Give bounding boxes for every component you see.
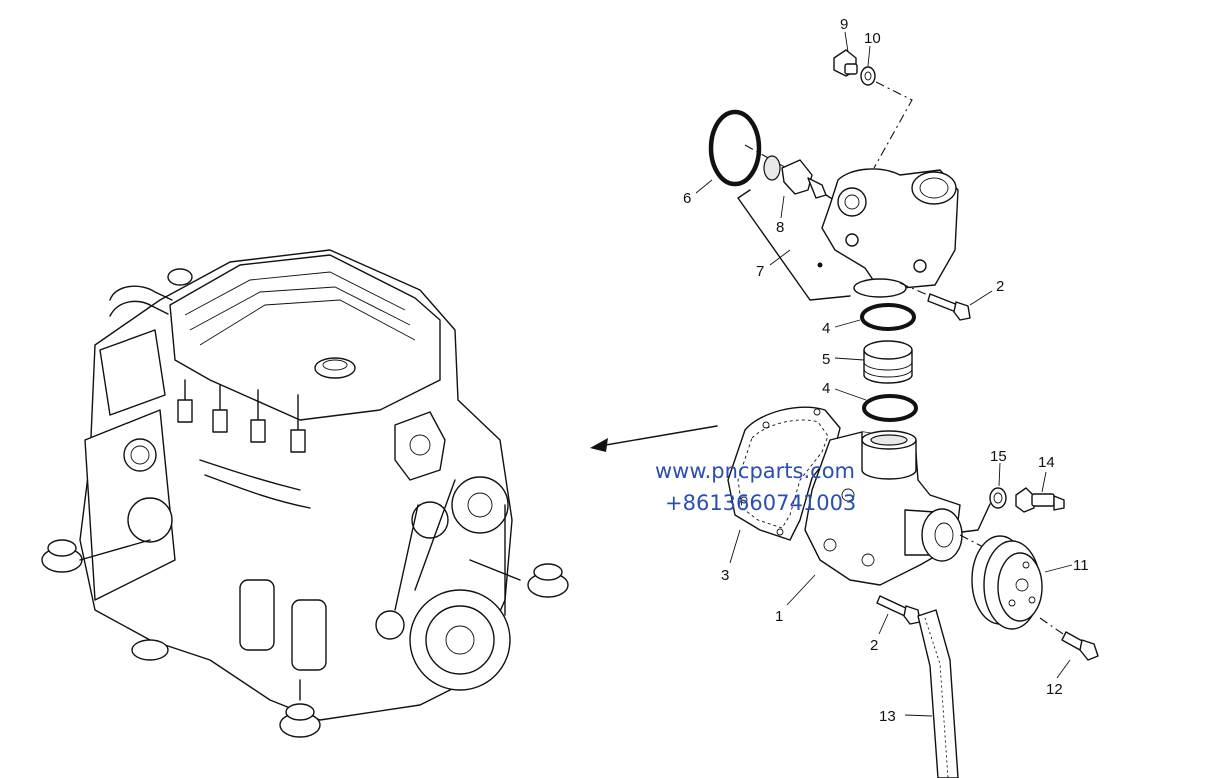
o-ring-part-6 [708, 109, 762, 187]
direction-arrow [590, 425, 718, 452]
bolt-part-2-upper [927, 293, 971, 321]
o-ring-part-4-upper [860, 303, 916, 331]
thermostat-housing [817, 168, 959, 298]
leader-lines [695, 31, 1073, 717]
callout-13: 13 [879, 708, 896, 725]
callout-6: 6 [683, 190, 691, 207]
washer-part-10 [860, 66, 876, 86]
callout-9: 9 [840, 16, 848, 33]
callout-10: 10 [864, 30, 881, 47]
callout-2-upper: 2 [996, 278, 1004, 295]
plug-part-15 [989, 487, 1007, 509]
callout-12: 12 [1046, 681, 1063, 698]
callouts: 9 10 6 8 7 2 4 5 4 15 14 11 3 1 2 12 13 [683, 16, 1089, 725]
callout-3: 3 [721, 567, 729, 584]
water-pump-part-1 [804, 430, 963, 586]
callout-7: 7 [756, 263, 764, 280]
callout-8: 8 [776, 219, 784, 236]
callout-4-upper: 4 [822, 320, 830, 337]
sensor-part-14 [1015, 487, 1065, 513]
callout-2-lower: 2 [870, 637, 878, 654]
group-bracket-7 [737, 189, 851, 301]
engine-assembly [41, 249, 569, 738]
plug-part-9 [833, 49, 858, 77]
watermark: www.pncparts.com +8613660741003 [655, 459, 856, 515]
belt-part-13 [917, 609, 959, 778]
callout-5: 5 [822, 351, 830, 368]
bolt-part-2-lower [876, 595, 921, 625]
bolt-part-12 [1061, 631, 1099, 661]
watermark-url: www.pncparts.com [655, 459, 855, 483]
sleeve-part-5 [863, 340, 913, 384]
callout-15: 15 [990, 448, 1007, 465]
pulley-part-11 [971, 535, 1043, 630]
callout-1: 1 [775, 608, 783, 625]
callout-14: 14 [1038, 454, 1055, 471]
o-ring-part-4-lower [862, 394, 918, 422]
callout-4-lower: 4 [822, 380, 830, 397]
watermark-phone: +8613660741003 [665, 491, 856, 515]
gasket-part-3 [727, 406, 841, 541]
callout-11: 11 [1073, 557, 1089, 574]
thermostat-part-8 [763, 155, 835, 201]
